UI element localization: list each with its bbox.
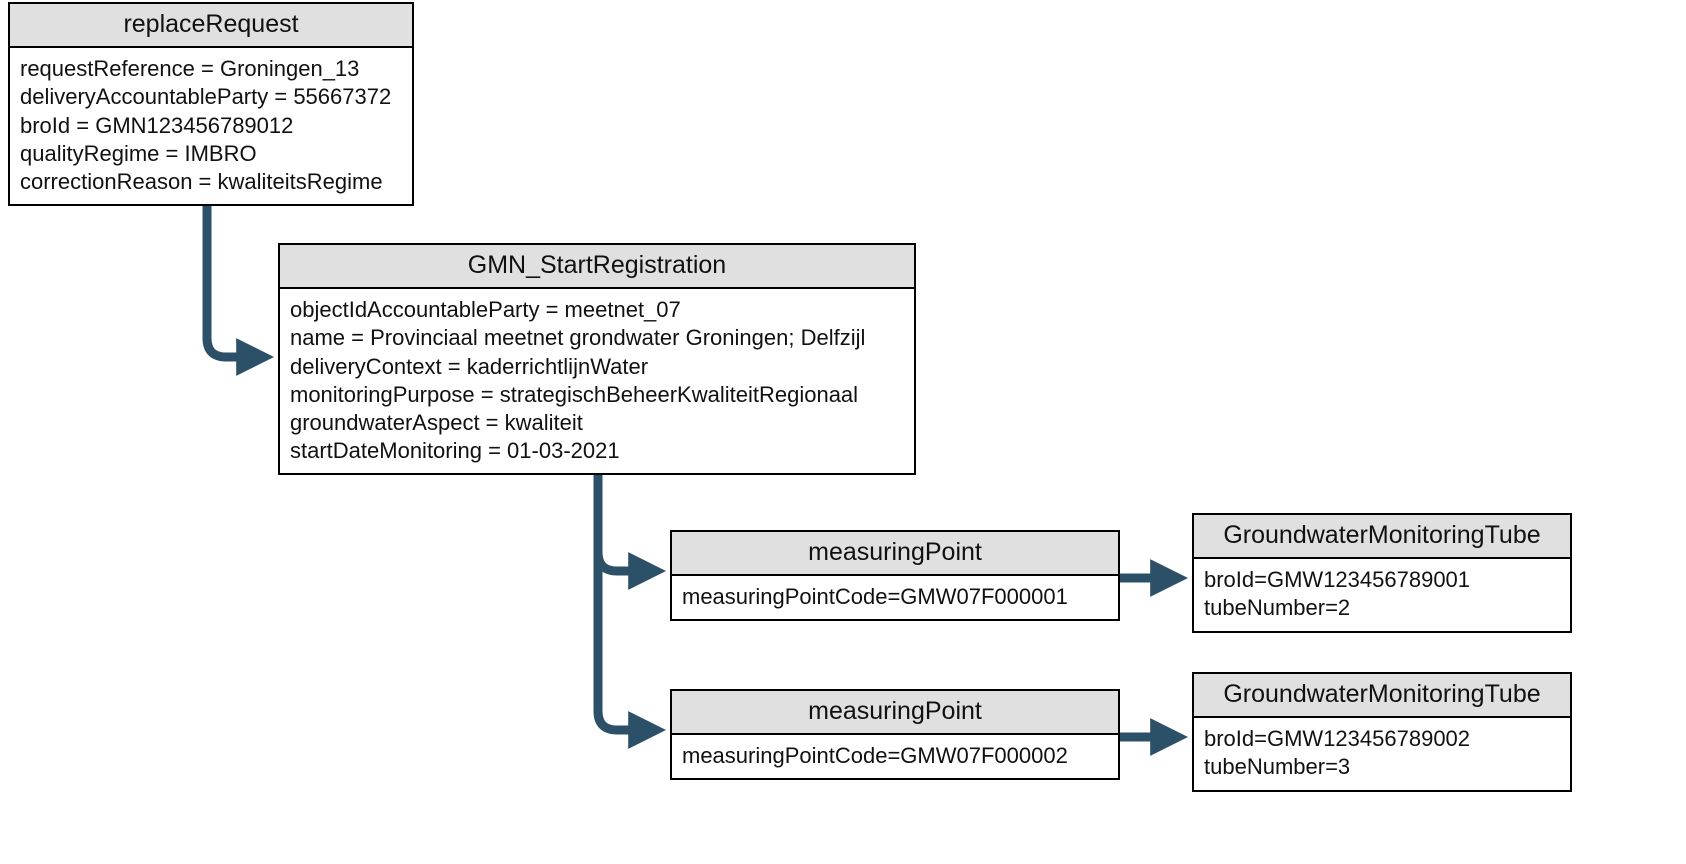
attribute-row: broId = GMN123456789012 (20, 112, 294, 138)
node-title: GroundwaterMonitoringTube (1194, 674, 1570, 719)
node-groundwater-monitoring-tube-2[interactable]: GroundwaterMonitoringTube broId=GMW12345… (1192, 672, 1572, 792)
attribute-row: monitoringPurpose = strategischBeheerKwa… (290, 381, 859, 407)
node-gmn-start-registration[interactable]: GMN_StartRegistration objectIdAccountabl… (278, 243, 916, 476)
node-attributes: objectIdAccountableParty = meetnet_07 na… (280, 289, 914, 473)
attribute-row: tubeNumber=3 (1204, 754, 1351, 780)
attribute-row: requestReference = Groningen_13 (20, 56, 360, 82)
edge-gmnstartregistration-to-measuringpoint-2 (593, 475, 666, 749)
attribute-row: qualityRegime = IMBRO (20, 140, 257, 166)
node-measuring-point-1[interactable]: measuringPoint measuringPointCode=GMW07F… (670, 530, 1120, 622)
attribute-row: groundwaterAspect = kwaliteit (290, 409, 583, 435)
edge-gmnstartregistration-to-measuringpoint-1 (593, 475, 666, 590)
attribute-row: broId=GMW123456789001 (1204, 567, 1471, 593)
attribute-row: deliveryAccountableParty = 55667372 (20, 84, 392, 110)
node-attributes: requestReference = Groningen_13 delivery… (10, 48, 412, 204)
node-attributes: broId=GMW123456789001 tubeNumber=2 (1194, 559, 1570, 630)
node-replace-request[interactable]: replaceRequest requestReference = Gronin… (8, 2, 414, 207)
attribute-row: objectIdAccountableParty = meetnet_07 (290, 297, 681, 323)
attribute-row: measuringPointCode=GMW07F000002 (682, 743, 1068, 769)
attribute-row: deliveryContext = kaderrichtlijnWater (290, 353, 649, 379)
node-title: measuringPoint (672, 691, 1118, 736)
node-title: GMN_StartRegistration (280, 245, 914, 290)
node-attributes: measuringPointCode=GMW07F000001 (672, 576, 1118, 619)
attribute-row: correctionReason = kwaliteitsRegime (20, 168, 383, 194)
node-title: GroundwaterMonitoringTube (1194, 515, 1570, 560)
node-attributes: broId=GMW123456789002 tubeNumber=3 (1194, 718, 1570, 789)
edge-replacerequest-to-gmnstartregistration (202, 206, 274, 376)
node-measuring-point-2[interactable]: measuringPoint measuringPointCode=GMW07F… (670, 689, 1120, 781)
attribute-row: name = Provinciaal meetnet grondwater Gr… (290, 325, 866, 351)
node-attributes: measuringPointCode=GMW07F000002 (672, 735, 1118, 778)
attribute-row: measuringPointCode=GMW07F000001 (682, 584, 1068, 610)
node-groundwater-monitoring-tube-1[interactable]: GroundwaterMonitoringTube broId=GMW12345… (1192, 513, 1572, 633)
attribute-row: broId=GMW123456789002 (1204, 726, 1471, 752)
attribute-row: tubeNumber=2 (1204, 595, 1351, 621)
node-title: measuringPoint (672, 532, 1118, 577)
attribute-row: startDateMonitoring = 01-03-2021 (290, 438, 620, 464)
node-title: replaceRequest (10, 4, 412, 49)
